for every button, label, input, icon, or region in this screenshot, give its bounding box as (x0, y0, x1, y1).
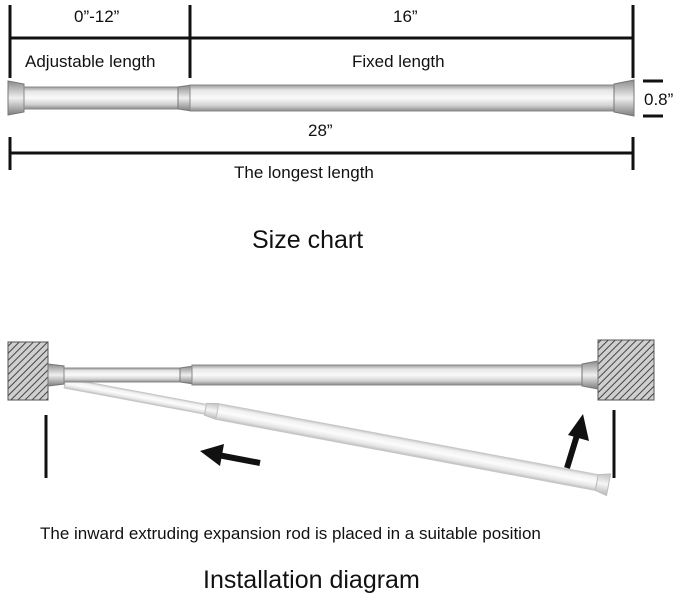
fixed-length-label: Fixed length (352, 52, 445, 71)
longest-length-label: The longest length (234, 163, 374, 182)
size-chart-title: Size chart (252, 226, 364, 254)
rod-adjustable-section (23, 86, 181, 110)
installation-diagram (7, 339, 655, 497)
tilted-rod (63, 377, 612, 497)
installed-rod (47, 360, 599, 390)
longest-dimension-line (8, 137, 635, 170)
wall-block-icon (7, 341, 49, 401)
up-arrow-icon (564, 414, 589, 469)
diameter-label: 0.8” (644, 90, 674, 109)
rod-end-cap-left (7, 80, 25, 116)
fixed-measure-label: 16” (393, 7, 418, 26)
left-arrow-icon (200, 444, 261, 466)
adjustable-range-label: 0”-12” (74, 7, 120, 26)
installation-caption: The inward extruding expansion rod is pl… (40, 524, 541, 543)
installation-title: Installation diagram (203, 566, 420, 594)
size-chart-rod (7, 79, 635, 117)
longest-measure-label: 28” (308, 121, 333, 140)
rod-fixed-section (189, 84, 617, 112)
diameter-marker (643, 79, 663, 118)
size-chart (7, 5, 663, 170)
adjustable-length-label: Adjustable length (25, 52, 156, 71)
wall-block-icon (597, 339, 655, 401)
top-dimension-lines (8, 5, 635, 78)
rod-end-cap-right (613, 79, 635, 117)
installation-marker-lines (44, 410, 616, 478)
